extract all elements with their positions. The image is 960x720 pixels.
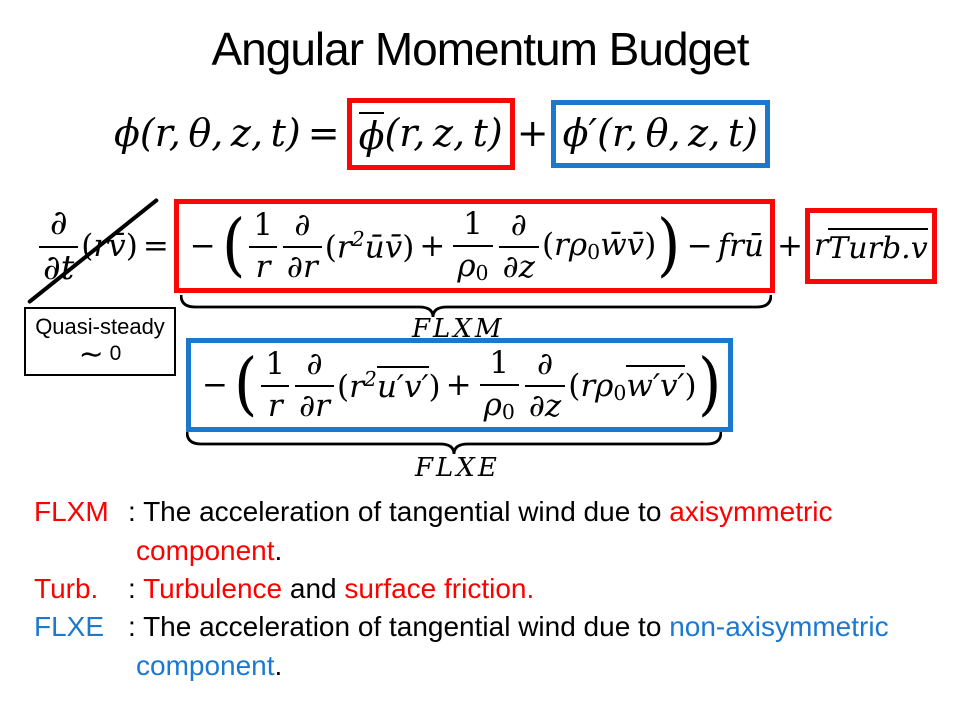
red-box-mean-term: ϕ(r, z, t) xyxy=(346,97,515,171)
underbrace-flxe xyxy=(186,431,722,455)
legend-line-flxe-2: component. xyxy=(136,650,283,681)
page-title: Angular Momentum Budget xyxy=(211,23,750,75)
phi-lhs: ϕ xyxy=(114,111,140,156)
quasi-steady-box: Quasi-steady ∼ 0 xyxy=(24,307,176,376)
underbrace-flxm xyxy=(180,294,772,318)
label-flxe: FLXE xyxy=(415,453,500,483)
legend-line-turb: Turb.: Turbulence and surface friction. xyxy=(34,573,535,604)
legend-line-flxm-2: component. xyxy=(136,535,283,566)
overline-phi: ϕ xyxy=(358,111,385,158)
equation-phi-decomposition: ϕ(r, θ, z, t) = ϕ(r, z, t) + ϕ′(r, θ, z,… xyxy=(114,92,770,176)
overline-turb: Turb.v xyxy=(828,227,928,265)
blue-box-prime-term: ϕ′(r, θ, z, t) xyxy=(550,100,770,168)
legend-line-flxe: FLXE: The acceleration of tangential win… xyxy=(34,611,889,642)
legend-line-flxm: FLXM: The acceleration of tangential win… xyxy=(34,496,833,527)
